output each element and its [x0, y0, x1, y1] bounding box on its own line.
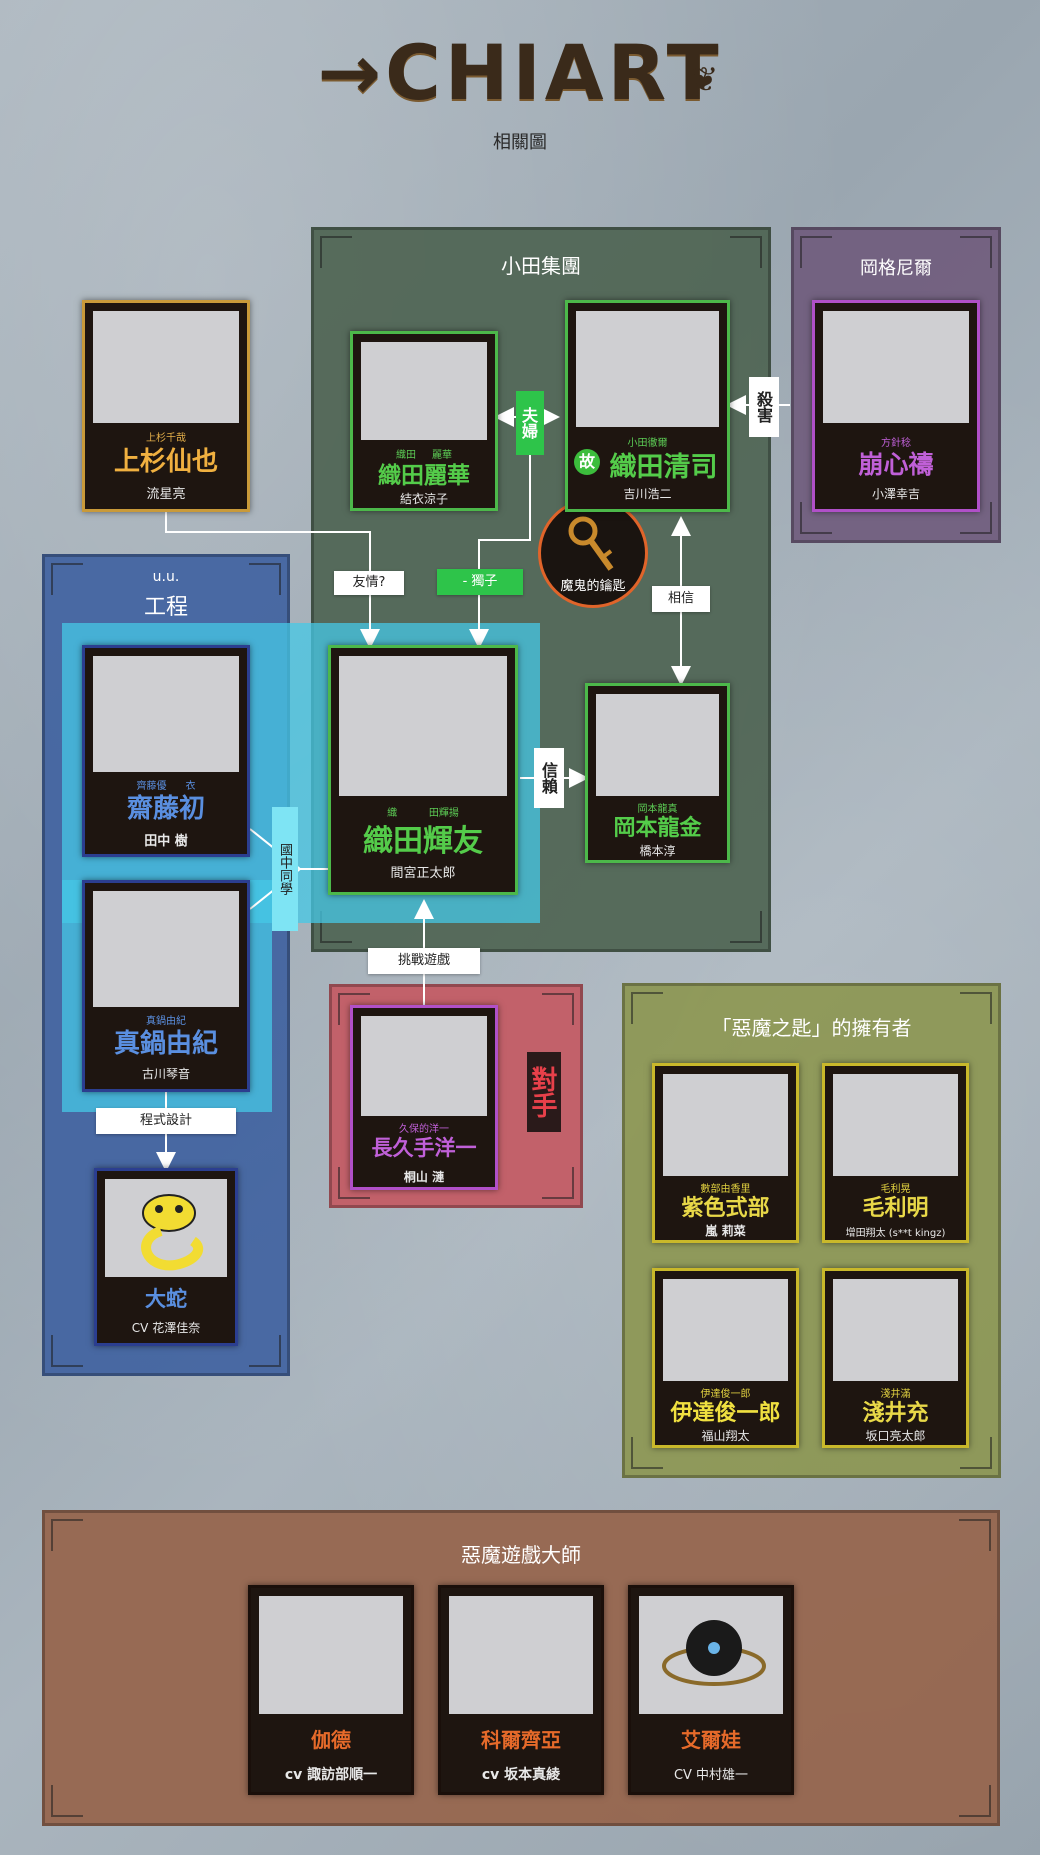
title-text: CHIART: [385, 28, 723, 117]
card-reika[interactable]: 織田 麗華 織田麗華 結衣涼子: [350, 331, 498, 511]
tag-kill: 殺害: [749, 377, 779, 437]
card-mouri[interactable]: 毛利晃 毛利明 增田翔太 (s**t kingz): [822, 1063, 969, 1243]
tag-friendship: 友情?: [334, 571, 404, 595]
card-teruo[interactable]: 織 田輝揚 織田輝友 間宮正太郎: [328, 645, 518, 895]
rival-label: 對手: [527, 1052, 561, 1132]
card-nagakute[interactable]: 久保的洋一 長久手洋一 桐山 漣: [350, 1005, 498, 1190]
portrait-hoshin: [823, 311, 969, 423]
tag-couple: 夫婦: [516, 391, 544, 455]
panel-uu-top: u.u.: [152, 569, 180, 585]
title-arrow: →: [317, 28, 386, 117]
snake-icon: [141, 1194, 204, 1271]
tag-programming: 程式設計: [96, 1108, 236, 1134]
portrait-gad: [259, 1596, 403, 1714]
portrait-orochi: [105, 1179, 227, 1277]
card-saito[interactable]: 齊藤優 衣 齋藤初 田中 樹: [82, 645, 250, 857]
tag-trust2: 信賴: [534, 748, 564, 808]
card-gad[interactable]: 伽德 cv 諏訪部順一: [248, 1585, 414, 1795]
card-korezia[interactable]: 科爾齊亞 cv 坂本真綾: [438, 1585, 604, 1795]
portrait-nagakute: [361, 1016, 487, 1116]
card-okamoto[interactable]: 岡本龍真 岡本龍金 橋本淳: [585, 683, 730, 863]
portrait-okamoto: [596, 694, 719, 796]
panel-owners-title: 「惡魔之匙」的擁有者: [711, 1016, 912, 1040]
portrait-teruo: [339, 656, 507, 796]
portrait-saito: [93, 656, 239, 772]
card-hoshin[interactable]: 方針稔 崩心禱 小澤幸吉: [812, 300, 980, 512]
devil-key-item: 魔鬼的鑰匙: [538, 498, 648, 608]
tag-trust: 相信: [652, 586, 710, 612]
card-erva[interactable]: 艾爾娃 CV 中村雄一: [628, 1585, 794, 1795]
portrait-manabe: [93, 891, 239, 1007]
portrait-uesugi: [93, 311, 239, 423]
deceased-badge: 故: [574, 449, 600, 475]
card-date[interactable]: 伊達俊一郎 伊達俊一郎 福山翔太: [652, 1268, 799, 1448]
title-flourish: ❦: [690, 60, 719, 100]
portrait-asai: [833, 1279, 958, 1381]
page-subtitle: 相關圖: [493, 132, 547, 153]
card-seiji[interactable]: 小田徹爾 故 織田清司 吉川浩二: [565, 300, 730, 512]
tag-challenge: 挑戰遊戲: [368, 948, 480, 974]
panel-okuneal-title: 岡格尼爾: [860, 258, 932, 279]
devil-key-label: 魔鬼的鑰匙: [560, 579, 626, 594]
portrait-reika: [361, 342, 487, 440]
card-orochi[interactable]: 大蛇 CV 花澤佳奈: [94, 1168, 238, 1346]
portrait-mouri: [833, 1074, 958, 1176]
orb-icon: [662, 1620, 766, 1686]
card-asai[interactable]: 淺井滿 淺井充 坂口亮太郎: [822, 1268, 969, 1448]
page-title: →CHIART: [0, 28, 1040, 117]
tag-classmate: 國中同學: [272, 807, 298, 931]
tag-only-son: - 獨子: [437, 569, 523, 595]
portrait-korezia: [449, 1596, 593, 1714]
portrait-seiji: [576, 311, 719, 427]
panel-masters-title: 惡魔遊戲大師: [461, 1543, 581, 1567]
portrait-erva: [639, 1596, 783, 1714]
panel-oda-title: 小田集團: [501, 254, 581, 278]
card-uesugi[interactable]: 上杉千哉 上杉仙也 流星亮: [82, 300, 250, 512]
card-manabe[interactable]: 真鍋由紀 真鍋由紀 古川琴音: [82, 880, 250, 1092]
card-shikibu[interactable]: 數部由香里 紫色式部 嵐 莉菜: [652, 1063, 799, 1243]
portrait-shikibu: [663, 1074, 788, 1176]
rival-text: 對手: [527, 1066, 557, 1118]
portrait-date: [663, 1279, 788, 1381]
key-icon: [568, 516, 614, 571]
panel-uu-title: 工程: [143, 595, 188, 620]
